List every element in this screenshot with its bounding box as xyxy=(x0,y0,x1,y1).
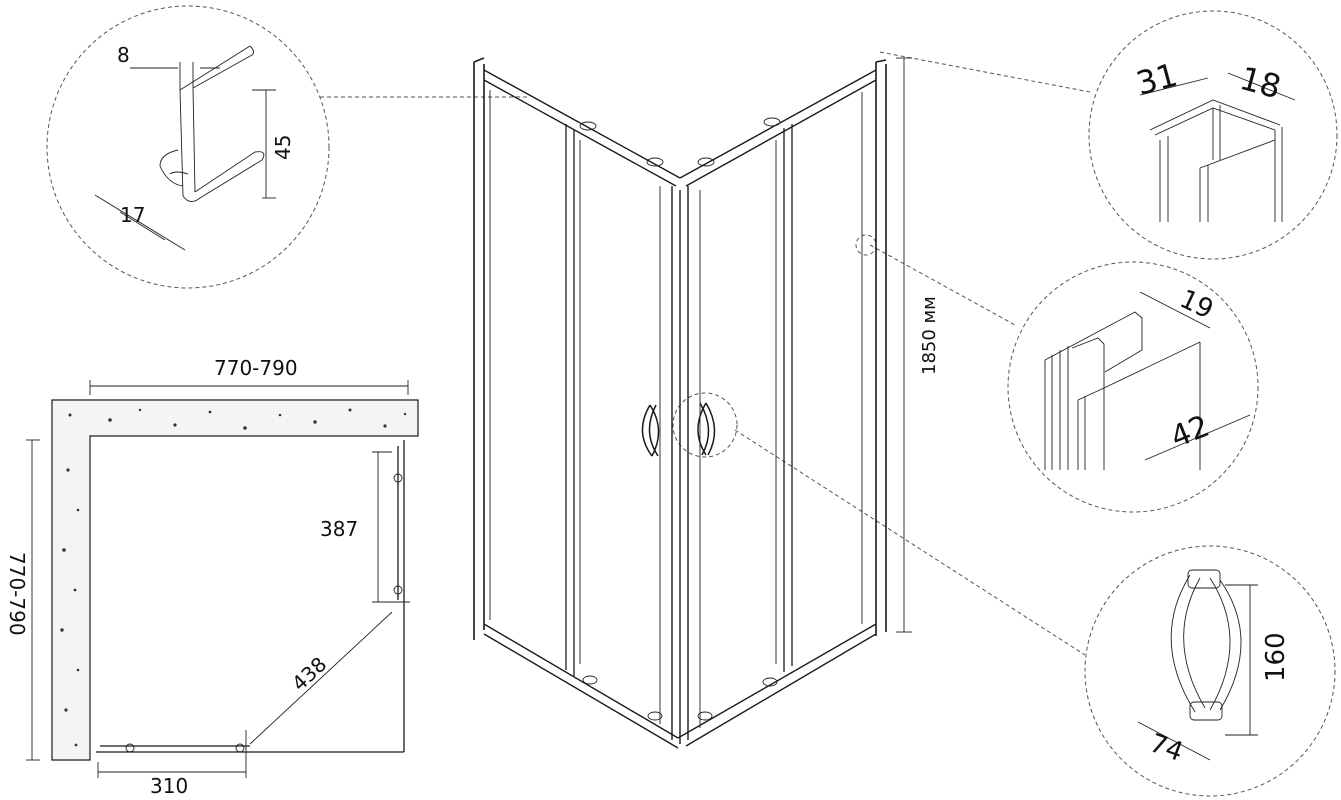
post-detail-circle xyxy=(1007,261,1259,513)
handle-icon xyxy=(1170,569,1242,721)
height-label: 1850 мм xyxy=(919,296,940,375)
post-section-icon xyxy=(1044,311,1201,470)
profile-detail-circle xyxy=(1088,10,1338,260)
handle-detail-circle xyxy=(1084,545,1336,797)
seal-width-label: 8 xyxy=(117,43,130,67)
handle-detail: 160 74 xyxy=(672,392,1336,797)
door-handle-right-icon xyxy=(697,402,716,456)
wall-speckle-icon xyxy=(60,408,407,747)
enclosure-iso-view: 1850 мм xyxy=(473,57,940,749)
diagonal-entry-label: 438 xyxy=(287,652,331,696)
roller-icon xyxy=(579,117,781,721)
door-handle-left-icon xyxy=(641,404,660,457)
profile-detail: 31 18 xyxy=(879,10,1338,260)
profile-a-label: 31 xyxy=(1132,55,1181,102)
post-a-label: 19 xyxy=(1175,284,1218,325)
door-opening-bottom-label: 310 xyxy=(150,774,188,798)
wall-top xyxy=(51,399,419,761)
post-detail: 19 42 xyxy=(855,234,1259,513)
seal-detail: 8 45 17 xyxy=(46,5,530,289)
seal-profile-icon xyxy=(159,45,265,202)
plan-view: 770-790 770-790 387 xyxy=(5,356,419,798)
door-opening-side-label: 387 xyxy=(320,517,358,541)
plan-roller-icon xyxy=(125,473,403,753)
handle-height-label: 160 xyxy=(1261,632,1291,682)
handle-depth-label: 74 xyxy=(1146,728,1187,768)
profile-b-label: 18 xyxy=(1236,59,1285,106)
seal-depth-label: 17 xyxy=(120,203,145,227)
seal-height-label: 45 xyxy=(271,135,295,160)
width-top-label: 770-790 xyxy=(214,356,298,380)
seal-detail-circle xyxy=(46,5,330,289)
profile-section-icon xyxy=(1149,99,1283,222)
width-side-label: 770-790 xyxy=(5,552,29,636)
